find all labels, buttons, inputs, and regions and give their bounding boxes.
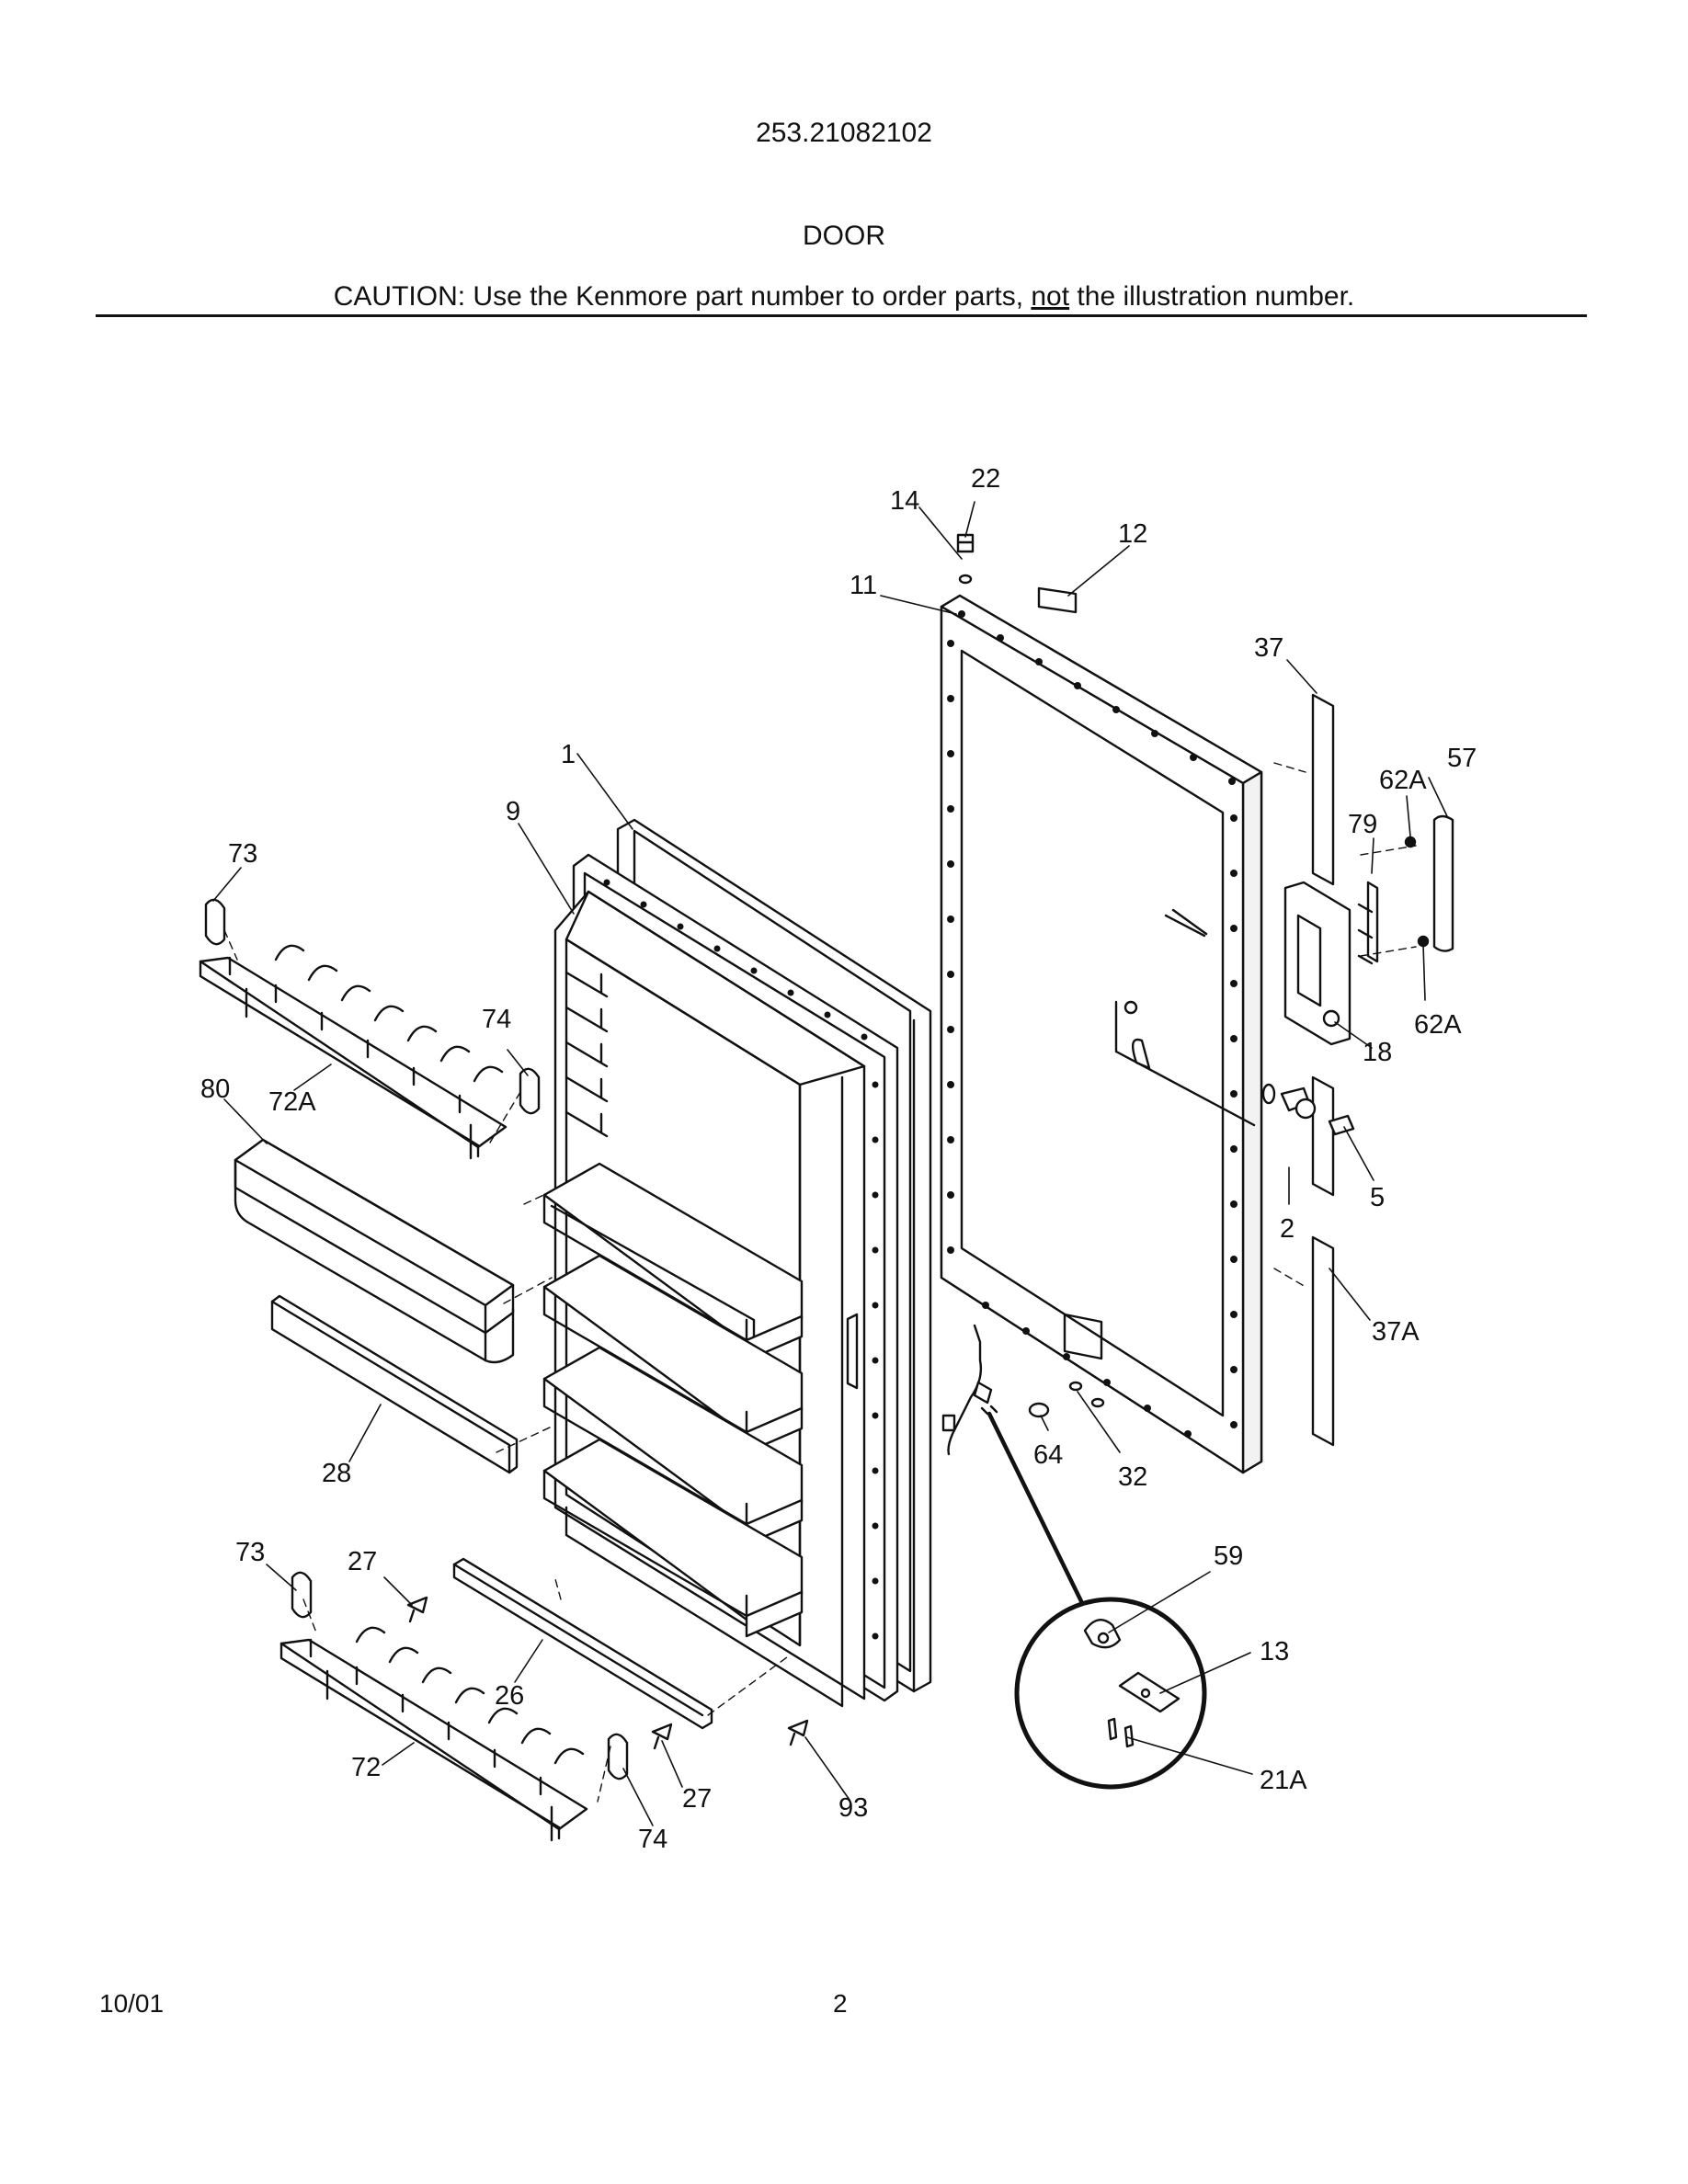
screw-27-lower	[651, 1723, 673, 1750]
callout-12: 12	[1118, 519, 1147, 549]
callout-32: 32	[1118, 1462, 1147, 1492]
callout-13: 13	[1260, 1637, 1289, 1666]
header-rule	[96, 314, 1587, 317]
outer-door-panel	[940, 594, 1263, 1474]
handle-gasket-37	[1311, 693, 1335, 886]
caution-text-start: CAUTION: Use the Kenmore part number to …	[333, 281, 1032, 312]
screw-93	[787, 1719, 809, 1746]
alignment-lines	[223, 762, 1417, 1803]
handle-cover-57	[1432, 814, 1454, 952]
callout-57: 57	[1447, 744, 1477, 773]
washer-14	[958, 574, 973, 585]
callout-22: 22	[971, 464, 1000, 494]
panel-screw-holes	[947, 610, 1237, 1438]
callout-21A: 21A	[1260, 1766, 1307, 1795]
lock-strip-2	[1311, 1075, 1335, 1197]
bushing-32	[1068, 1381, 1105, 1408]
end-cap-74-lower	[607, 1733, 629, 1780]
latch-hardware	[1114, 908, 1256, 1127]
callout-18: 18	[1363, 1038, 1392, 1067]
callout-1: 1	[561, 740, 576, 769]
screw-27-upper	[406, 1596, 428, 1623]
door-handle	[1283, 881, 1352, 1046]
callout-59: 59	[1214, 1541, 1243, 1571]
page-number: 2	[833, 1989, 848, 2018]
callout-37: 37	[1254, 633, 1283, 663]
lock-assembly	[1261, 1083, 1355, 1136]
caution-emphasis: not	[1031, 281, 1070, 312]
door-shelf-1	[542, 1162, 804, 1362]
handle-gasket-37A	[1311, 1235, 1335, 1447]
wire-rack-upper	[199, 944, 508, 1160]
callout-74-lower: 74	[638, 1825, 667, 1854]
door-shelf-4	[542, 1438, 804, 1638]
wire-rack-lower	[279, 1626, 588, 1842]
callout-27-upper: 27	[348, 1547, 377, 1576]
callout-73-upper: 73	[228, 839, 257, 869]
callout-64: 64	[1033, 1440, 1063, 1470]
callout-labels: 22 14 12 11 37 57 62A 79 62A 18 5 2 37A …	[200, 464, 1477, 1854]
hinge-detail-inset	[987, 1411, 1207, 1790]
inner-door-with-shelves	[542, 890, 866, 1708]
handle-bracket-79	[1357, 881, 1379, 965]
callout-62A-upper: 62A	[1379, 766, 1427, 795]
label-12	[1037, 586, 1078, 614]
caution-note: CAUTION: Use the Kenmore part number to …	[0, 281, 1688, 313]
heater-cord	[941, 1324, 998, 1456]
callout-62A-lower: 62A	[1414, 1010, 1462, 1040]
callout-14: 14	[890, 486, 919, 516]
callout-74-upper: 74	[482, 1005, 511, 1034]
callout-5: 5	[1370, 1183, 1385, 1212]
callout-80: 80	[200, 1075, 230, 1104]
end-cap-73-upper	[204, 898, 226, 946]
callout-72: 72	[351, 1753, 381, 1782]
footer-date: 10/01	[99, 1989, 165, 2018]
callout-leader-lines	[212, 501, 1448, 1826]
callout-11: 11	[850, 571, 877, 600]
end-cap-74-upper	[519, 1067, 541, 1115]
callout-9: 9	[506, 797, 520, 826]
trim-strip-26	[452, 1557, 713, 1730]
trim-strip-28	[270, 1294, 519, 1474]
callout-93: 93	[838, 1793, 868, 1823]
callout-2: 2	[1280, 1214, 1295, 1244]
end-cap-73-lower	[291, 1571, 313, 1619]
callout-79: 79	[1348, 810, 1377, 839]
callout-28: 28	[322, 1459, 351, 1488]
page-title: DOOR	[803, 221, 885, 251]
callout-37A: 37A	[1372, 1317, 1420, 1347]
callout-26: 26	[495, 1681, 524, 1711]
callout-73-lower: 73	[235, 1538, 265, 1567]
callout-27-lower: 27	[682, 1784, 712, 1814]
hinge-pin-64	[1028, 1402, 1050, 1418]
caution-text-end: the illustration number.	[1069, 281, 1355, 312]
screw-62A-upper	[1404, 836, 1417, 848]
model-number: 253.21082102	[756, 118, 932, 148]
callout-72A: 72A	[268, 1087, 316, 1117]
